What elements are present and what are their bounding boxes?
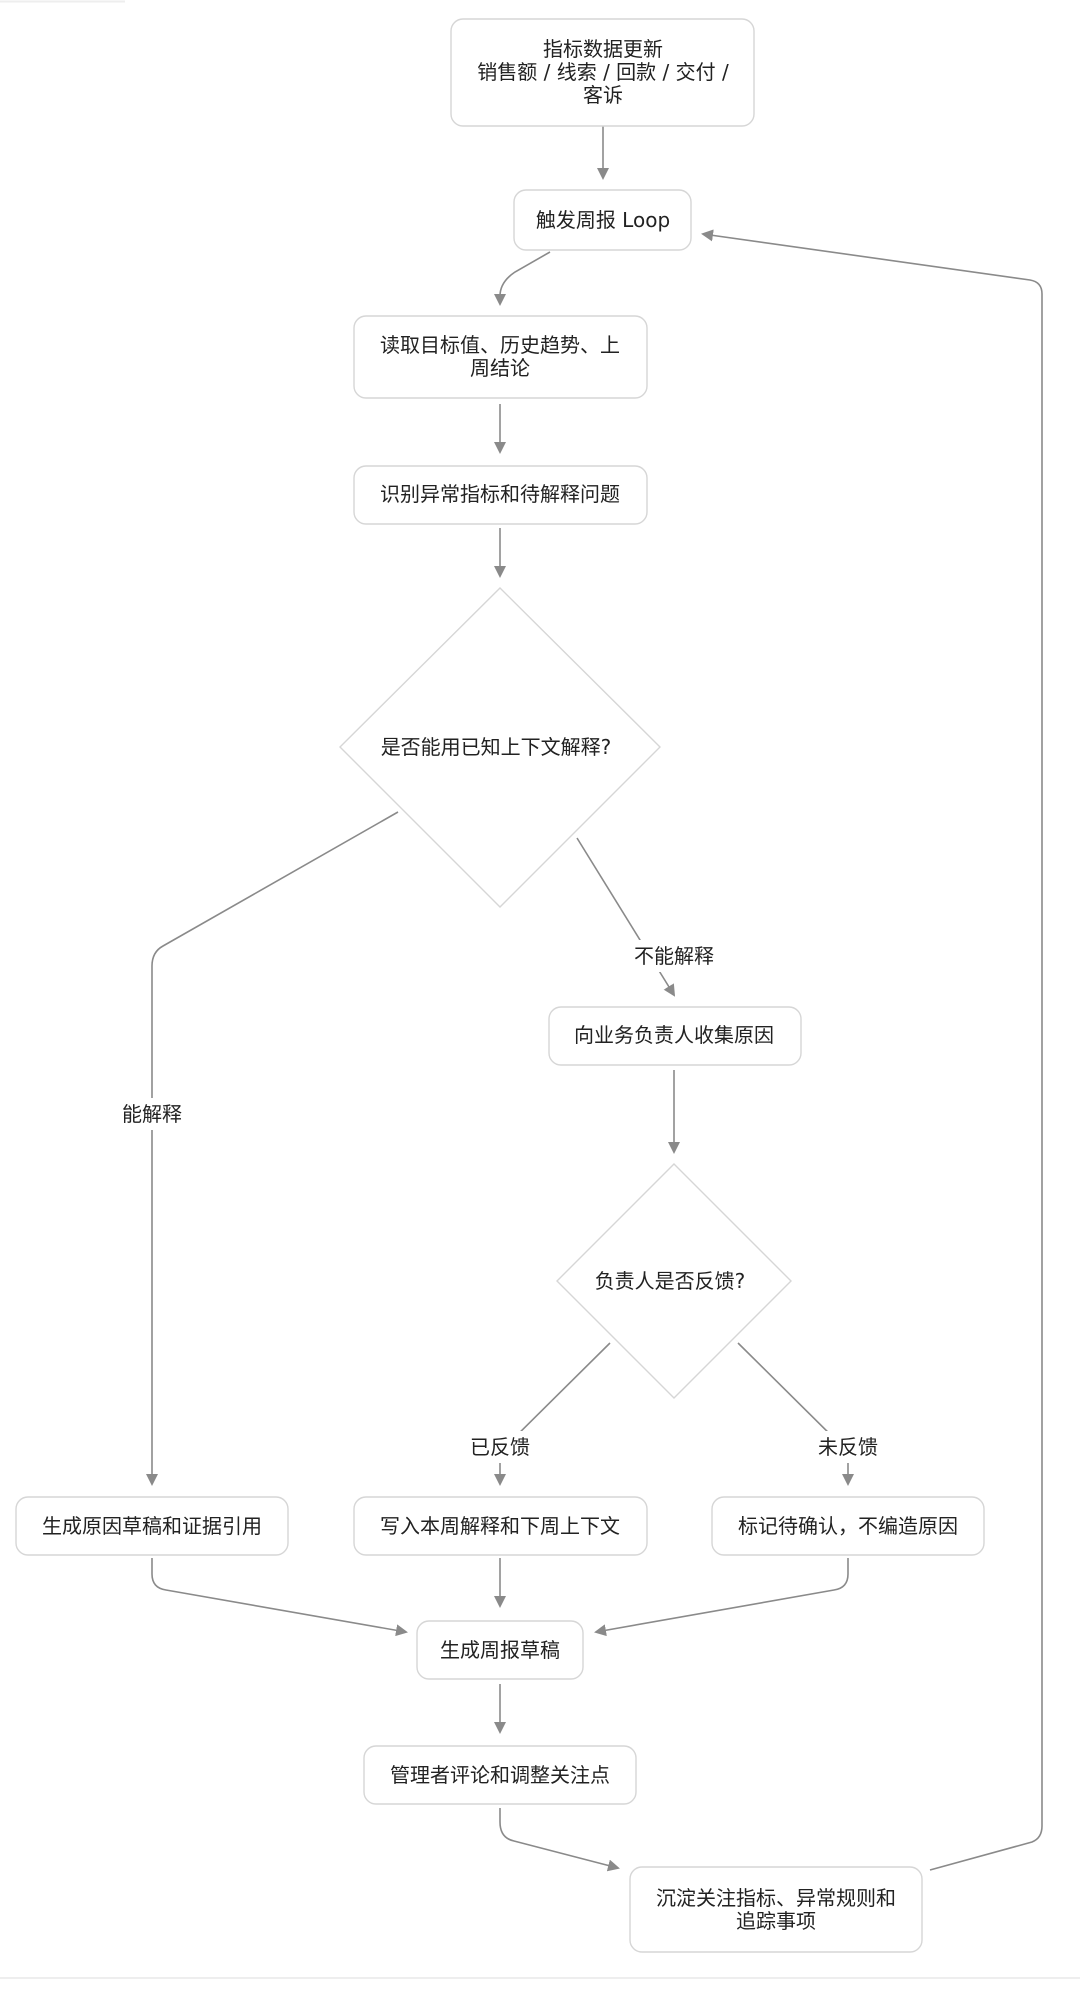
node-mark-pending: 标记待确认，不编造原因 — [711, 1496, 985, 1556]
edge-mark-to-report — [594, 1558, 849, 1637]
node-draft-report-label: 生成周报草稿 — [440, 1638, 560, 1662]
node-manager-review-label: 管理者评论和调整关注点 — [390, 1763, 610, 1787]
node-draft-reason: 生成原因草稿和证据引用 — [15, 1496, 289, 1556]
node-mark-pending-label: 标记待确认，不编造原因 — [738, 1514, 958, 1538]
node-decision-explain-label: 是否能用已知上下文解释? — [381, 735, 612, 759]
node-collect-reason-label: 向业务负责人收集原因 — [574, 1023, 774, 1047]
node-data-update-line3: 客诉 — [583, 83, 623, 107]
node-data-update: 指标数据更新 销售额 / 线索 / 回款 / 交付 / 客诉 — [450, 18, 755, 127]
edge-label-fed-back: 已反馈 — [470, 1435, 530, 1459]
edge-sediment-to-trigger — [701, 229, 1043, 1871]
edge-draftreason-to-report — [151, 1558, 408, 1637]
edge-labels: 能解释 不能解释 已反馈 未反馈 — [110, 940, 888, 1463]
node-read-context: 读取目标值、历史趋势、上 周结论 — [353, 315, 648, 399]
node-decision-explain: 是否能用已知上下文解释? — [339, 587, 661, 908]
edge-label-not-fed-back: 未反馈 — [818, 1435, 878, 1459]
node-identify: 识别异常指标和待解释问题 — [353, 465, 648, 525]
node-draft-reason-label: 生成原因草稿和证据引用 — [42, 1514, 262, 1538]
node-decision-feedback: 负责人是否反馈? — [556, 1163, 792, 1399]
edge-label-cannot-explain: 不能解释 — [634, 944, 714, 968]
node-write-context: 写入本周解释和下周上下文 — [353, 1496, 648, 1556]
node-sediment: 沉淀关注指标、异常规则和 追踪事项 — [629, 1866, 923, 1953]
edges — [146, 126, 1043, 1872]
node-draft-report: 生成周报草稿 — [416, 1620, 584, 1680]
node-manager-review: 管理者评论和调整关注点 — [363, 1745, 637, 1805]
node-data-update-line2: 销售额 / 线索 / 回款 / 交付 / — [477, 60, 729, 84]
node-sediment-line2: 追踪事项 — [736, 1909, 816, 1933]
edge-review-to-sediment — [499, 1808, 620, 1872]
node-write-context-label: 写入本周解释和下周上下文 — [380, 1514, 620, 1538]
node-trigger-label: 触发周报 Loop — [536, 208, 670, 232]
node-read-context-line2: 周结论 — [470, 356, 530, 380]
node-collect-reason: 向业务负责人收集原因 — [548, 1006, 802, 1066]
node-sediment-line1: 沉淀关注指标、异常规则和 — [656, 1886, 896, 1910]
node-trigger: 触发周报 Loop — [513, 189, 692, 251]
edge-label-can-explain: 能解释 — [122, 1102, 182, 1126]
node-data-update-line1: 指标数据更新 — [543, 37, 663, 61]
node-decision-feedback-label: 负责人是否反馈? — [595, 1269, 746, 1293]
edge-trigger-to-read — [494, 251, 551, 306]
edge-decision-to-draftreason — [146, 811, 399, 1486]
node-identify-label: 识别异常指标和待解释问题 — [380, 482, 620, 506]
node-read-context-line1: 读取目标值、历史趋势、上 — [380, 333, 620, 357]
